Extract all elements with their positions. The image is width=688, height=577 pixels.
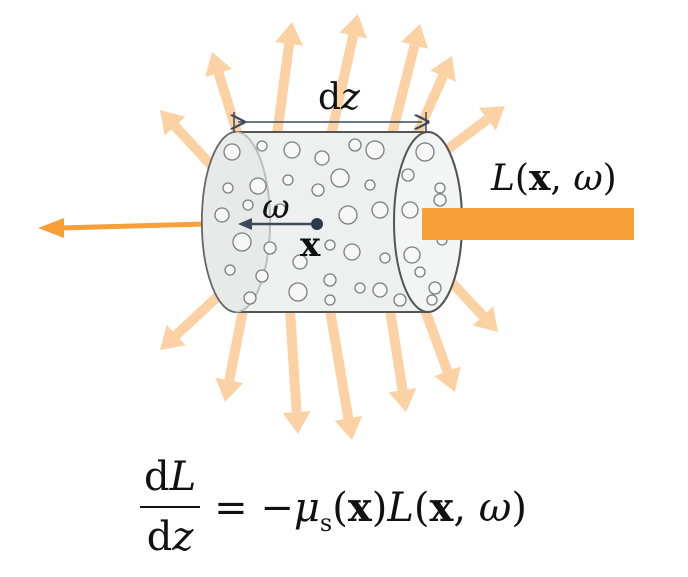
particle [338,205,358,225]
particle [354,282,366,294]
scatter-arrow [215,299,250,402]
particle [292,254,308,270]
particle [393,293,407,307]
particle [256,140,268,152]
particle [365,140,385,160]
particle [324,239,336,251]
particle [273,203,287,217]
particle [330,168,350,188]
fraction-numerator: dL [144,454,197,500]
particle [222,182,234,194]
radiance-label: L(x, ω) [491,157,617,199]
point-x-dot [311,218,323,230]
point-x-label: x [300,225,321,265]
scatter-arrow [325,309,363,440]
particle [288,282,308,302]
scattering-particles [214,138,448,307]
scatter-arrow [282,309,311,434]
particle [224,264,236,276]
particle [255,269,269,283]
particle [434,182,446,194]
outgoing-beam-arrow [38,218,206,238]
particle [249,177,267,195]
particle [403,246,421,264]
particle [426,294,438,306]
scatter-arrow [385,309,417,412]
particle [223,143,241,161]
particle [379,252,391,264]
incoming-beam [422,208,634,240]
particle [311,183,325,197]
particle [232,232,252,252]
particle [372,282,388,298]
particle [428,281,442,295]
particle [323,273,337,287]
particle [364,179,376,191]
particle [214,207,230,223]
particle [401,201,419,219]
particle [433,193,447,207]
particle [324,294,336,306]
scatter-arrow [325,14,367,142]
particle [401,168,415,182]
particle [282,174,294,186]
equation: dL dz = −μs(x)L(x, ω) [140,452,527,562]
dz-dimension-line [234,112,426,132]
particle [415,142,435,162]
particle [242,199,254,211]
derivative-fraction: dL dz [140,454,201,560]
particle [343,243,361,261]
dz-label: dz [318,77,361,118]
omega-label: ω [262,187,290,227]
particle [348,138,362,152]
particle [243,291,257,305]
particle [314,150,330,166]
equation-rhs: = −μs(x)L(x, ω) [214,483,528,537]
particle [371,201,389,219]
fraction-denominator: dz [146,514,194,560]
particle [263,241,277,255]
scatter-arrow [415,294,461,392]
particle [414,266,426,278]
omega-direction-arrow [238,218,312,230]
particle [283,141,301,159]
